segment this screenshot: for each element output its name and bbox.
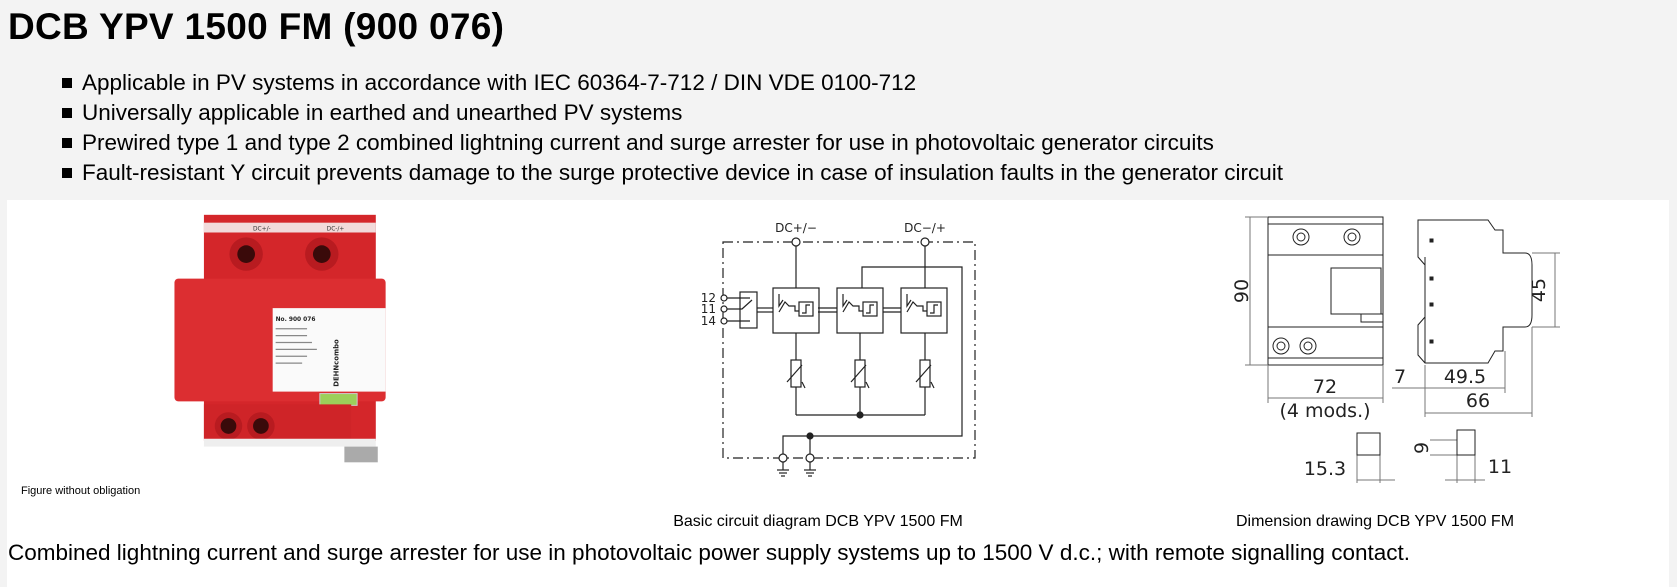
feature-item: Prewired type 1 and type 2 combined ligh…: [62, 128, 1283, 158]
circuit-diagram: DC+/− DC−/+ 12 11 14: [701, 221, 976, 477]
dim-width: 72: [1313, 376, 1337, 398]
photo-terminal-label: DC-/+: [327, 227, 345, 233]
photo-terminal-label: DC+/-: [253, 227, 271, 233]
ground-icon: [804, 462, 816, 477]
dimension-caption: Dimension drawing DCB YPV 1500 FM: [1235, 513, 1515, 530]
arrester-module: [900, 287, 948, 415]
bullet-square-icon: [62, 168, 72, 178]
feature-item: Applicable in PV systems in accordance w…: [62, 68, 1283, 98]
dim-height: 90: [1231, 279, 1253, 303]
dim-depth-total: 66: [1466, 390, 1490, 412]
contact-label: 14: [701, 314, 716, 328]
dim-front-height: 45: [1528, 278, 1550, 302]
product-photo: DC+/- DC-/+ No. 900 076 DEHNcombo: [174, 214, 386, 463]
dim-plug-depth: 11: [1488, 456, 1512, 478]
figure-note: Figure without obligation: [21, 485, 141, 497]
terminal-label-right: DC−/+: [904, 221, 946, 235]
bullet-square-icon: [62, 138, 72, 148]
dim-offset: 7: [1394, 366, 1406, 388]
contact-label: 11: [701, 302, 716, 316]
feature-item: Universally applicable in earthed and un…: [62, 98, 1283, 128]
page-title: DCB YPV 1500 FM (900 076): [8, 6, 505, 47]
ground-icon: [777, 462, 789, 477]
dim-depth-inner: 49.5: [1444, 366, 1486, 388]
contact-label: 12: [701, 291, 716, 305]
circuit-caption: Basic circuit diagram DCB YPV 1500 FM: [673, 513, 963, 530]
bullet-square-icon: [62, 78, 72, 88]
terminal-label-left: DC+/−: [775, 221, 817, 235]
photo-label-number: No. 900 076: [276, 317, 316, 323]
dim-modules: (4 mods.): [1279, 400, 1370, 422]
feature-list: Applicable in PV systems in accordance w…: [62, 68, 1283, 188]
dimension-drawing: 90 72 (4 mods.) 7 49.5 66 45 15.3 9 11: [1231, 216, 1560, 483]
feature-item: Fault-resistant Y circuit prevents damag…: [62, 158, 1283, 188]
arrester-module: [836, 287, 884, 415]
dim-plug-height: 9: [1411, 442, 1433, 454]
device-boundary: [722, 241, 976, 459]
bullet-square-icon: [62, 108, 72, 118]
dim-plug-width: 15.3: [1304, 458, 1346, 480]
photo-brand: DEHNcombo: [332, 339, 340, 387]
arrester-module: [772, 287, 820, 415]
product-description: Combined lightning current and surge arr…: [8, 540, 1410, 565]
